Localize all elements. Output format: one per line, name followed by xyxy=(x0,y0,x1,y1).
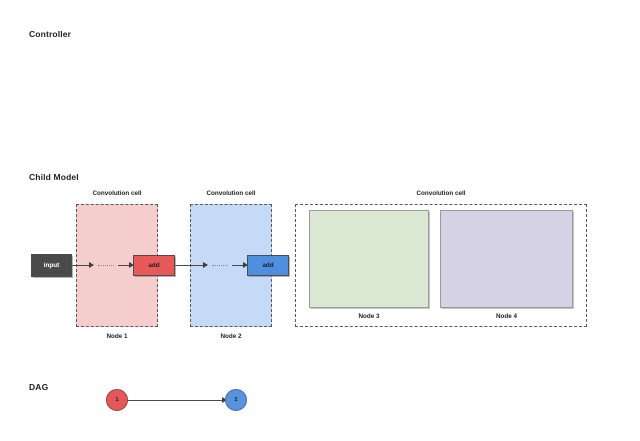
connector-add-red-to-cell2 xyxy=(175,265,205,266)
connector-to-add-red xyxy=(118,265,132,266)
cell-1-title: Convolution cell xyxy=(92,190,142,197)
arrow-head-icon xyxy=(89,262,94,268)
input-block[interactable]: input xyxy=(31,254,72,277)
arrow-head-icon xyxy=(129,262,134,268)
add-block-cell-1[interactable]: add xyxy=(133,255,175,276)
dotted-connector-cell1 xyxy=(98,265,114,266)
node-3-label: Node 3 xyxy=(358,313,380,320)
node-4-label: Node 4 xyxy=(496,313,517,320)
cell-3-title: Convolution cell xyxy=(416,190,466,197)
convolution-cell-3 xyxy=(295,204,587,327)
node-4-box xyxy=(440,210,573,308)
connector-input-to-cell1 xyxy=(72,265,91,266)
dotted-connector-cell2 xyxy=(212,265,228,266)
dag-edge-1-to-2 xyxy=(124,400,236,401)
arrow-head-icon xyxy=(243,262,248,268)
connector-to-add-blue xyxy=(232,265,246,266)
node-1-label: Node 1 xyxy=(106,333,128,340)
node-3-box xyxy=(309,210,429,308)
add-block-cell-2[interactable]: add xyxy=(247,255,289,276)
section-title-controller: Controller xyxy=(29,29,72,39)
arrow-head-icon xyxy=(222,397,227,403)
cell-2-title: Convolution cell xyxy=(206,190,256,197)
section-title-dag: DAG xyxy=(29,382,49,392)
dag-node-1[interactable]: 1 xyxy=(106,389,128,411)
node-2-label: Node 2 xyxy=(220,333,242,340)
section-title-child-model: Child Model xyxy=(29,172,79,182)
arrow-head-icon xyxy=(203,262,208,268)
dag-node-2[interactable]: 2 xyxy=(225,389,247,411)
